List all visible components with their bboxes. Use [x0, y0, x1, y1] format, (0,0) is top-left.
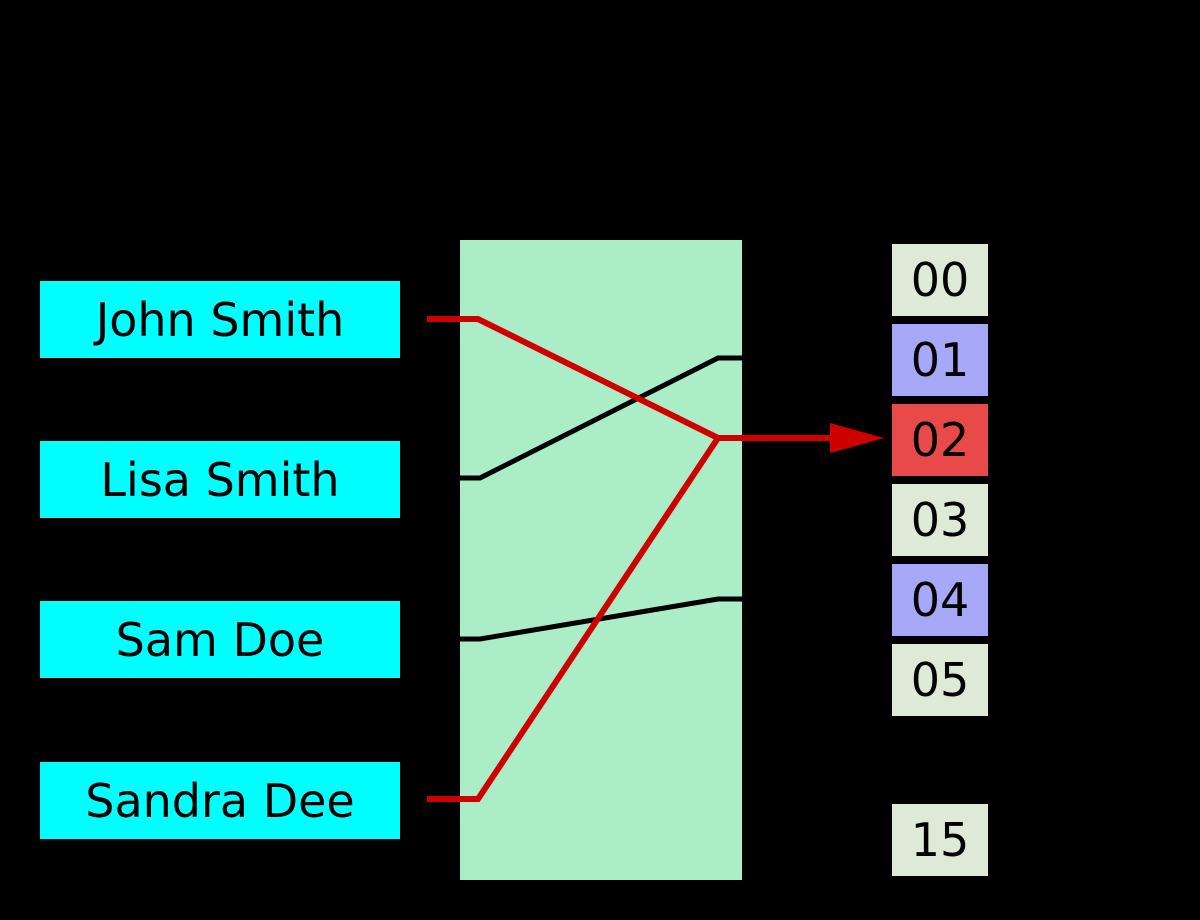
key-box-sandra-dee: Sandra Dee: [40, 762, 400, 839]
bucket-cell: 03: [892, 484, 988, 556]
key-box-lisa-smith: Lisa Smith: [40, 441, 400, 518]
bucket-label: 15: [910, 813, 970, 867]
bucket-cell: 05: [892, 644, 988, 716]
key-label: Lisa Smith: [100, 452, 340, 507]
bucket-label: 03: [910, 493, 970, 547]
bucket-cell: 15: [892, 804, 988, 876]
hash-function-box: [460, 240, 742, 880]
key-box-sam-doe: Sam Doe: [40, 601, 400, 678]
bucket-label: 00: [910, 253, 970, 307]
bucket-cell: 02: [892, 404, 988, 476]
collision-arrowhead-icon: [830, 423, 884, 453]
bucket-cell: 00: [892, 244, 988, 316]
bucket-cell: 01: [892, 324, 988, 396]
key-label: Sandra Dee: [85, 773, 355, 828]
bucket-label: 02: [910, 413, 970, 467]
bucket-label: 01: [910, 333, 970, 387]
key-box-john-smith: John Smith: [40, 281, 400, 358]
bucket-cell: 04: [892, 564, 988, 636]
bucket-label: 04: [910, 573, 970, 627]
bucket-label: 05: [910, 653, 970, 707]
key-label: John Smith: [95, 292, 345, 347]
key-label: Sam Doe: [115, 612, 325, 667]
